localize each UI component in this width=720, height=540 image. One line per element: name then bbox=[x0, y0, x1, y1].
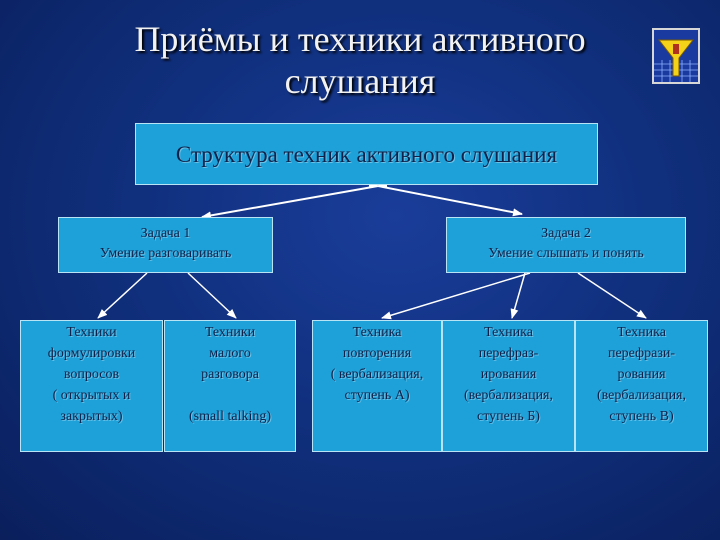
technique-2-line: (small talking) bbox=[188, 409, 272, 424]
arrow-task1-tech2 bbox=[187, 272, 237, 319]
arrow-task2-tech4 bbox=[510, 272, 526, 319]
technique-4-line: ирования bbox=[480, 367, 537, 382]
technique-1-line: вопросов bbox=[63, 367, 120, 382]
task-node-1: Задача 1 Умение разговаривать bbox=[58, 217, 273, 273]
technique-5-line: рования bbox=[617, 367, 666, 382]
technique-1-line: закрытых) bbox=[60, 409, 123, 424]
task-1-title: Задача 1 bbox=[140, 226, 191, 241]
technique-4-line: (вербализация, bbox=[463, 388, 553, 403]
technique-1-line: ( открытых и bbox=[52, 388, 131, 403]
technique-node-5: Техника перефрази- рования (вербализация… bbox=[575, 320, 708, 452]
technique-5-line: ступень В) bbox=[609, 409, 674, 424]
technique-3-line: Техника bbox=[352, 325, 402, 340]
technique-2-line bbox=[165, 385, 295, 406]
technique-3-line: ( вербализация, bbox=[330, 367, 424, 382]
technique-node-4: Техника перефраз- ирования (вербализация… bbox=[442, 320, 575, 452]
root-node: Структура техник активного слушания bbox=[135, 123, 598, 185]
slide-title: Приёмы и техники активного слушания bbox=[60, 18, 660, 102]
arrow-root-task2 bbox=[368, 180, 523, 217]
task-2-subtitle: Умение слышать и понять bbox=[488, 246, 644, 261]
arrow-task2-tech5 bbox=[577, 272, 647, 319]
arrow-root-task1 bbox=[201, 180, 388, 220]
technique-5-line: (вербализация, bbox=[596, 388, 686, 403]
task-node-2: Задача 2 Умение слышать и понять bbox=[446, 217, 686, 273]
technique-4-line: перефраз- bbox=[478, 346, 539, 361]
technique-3-line: ступень А) bbox=[344, 388, 410, 403]
technique-node-2: Техники малого разговора (small talking) bbox=[164, 320, 296, 452]
technique-4-line: Техника bbox=[484, 325, 533, 340]
technique-2-line: малого bbox=[209, 346, 251, 361]
arrow-task2-tech3 bbox=[381, 272, 531, 320]
technique-node-1: Техники формулировки вопросов ( открытых… bbox=[20, 320, 163, 452]
technique-2-line: разговора bbox=[201, 367, 259, 382]
arrow-task1-tech1 bbox=[97, 272, 148, 319]
task-2-title: Задача 2 bbox=[541, 226, 591, 241]
technique-4-line: ступень Б) bbox=[477, 409, 540, 424]
technique-3-line: повторения bbox=[342, 346, 412, 361]
technique-5-line: перефрази- bbox=[607, 346, 676, 361]
technique-5-line: Техника bbox=[617, 325, 666, 340]
task-1-subtitle: Умение разговаривать bbox=[99, 246, 232, 261]
technique-1-line: Техники bbox=[66, 325, 117, 340]
technique-2-line: Техники bbox=[204, 325, 256, 340]
funnel-emblem-icon bbox=[652, 28, 700, 84]
technique-1-line: формулировки bbox=[47, 346, 136, 361]
technique-node-3: Техника повторения ( вербализация, ступе… bbox=[312, 320, 442, 452]
root-node-label: Структура техник активного слушания bbox=[175, 142, 558, 167]
title-line-2: слушания bbox=[284, 61, 436, 101]
title-line-1: Приёмы и техники активного bbox=[134, 19, 586, 59]
